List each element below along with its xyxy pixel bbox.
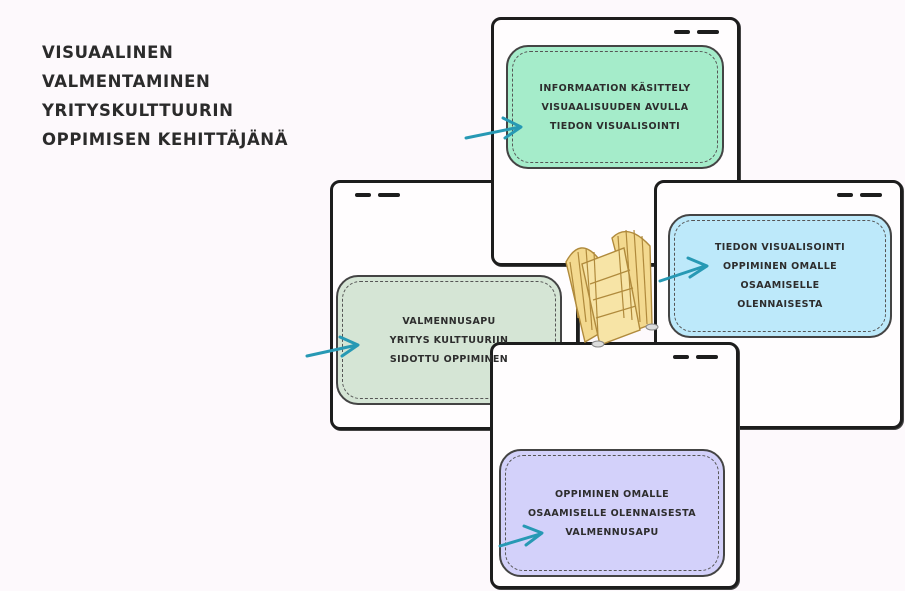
- card-top-text: INFORMAATION KÄSITTELY VISUAALISUUDEN AV…: [539, 79, 690, 136]
- page-title: VISUAALINEN VALMENTAMINEN YRITYSKULTTUUR…: [42, 38, 288, 154]
- title-line-1: VISUAALINEN: [42, 43, 174, 62]
- card-left-line-3: SIDOTTU OPPIMINEN: [389, 353, 509, 365]
- card-top: INFORMAATION KÄSITTELY VISUAALISUUDEN AV…: [506, 45, 724, 169]
- card-top-line-3: TIEDON VISUALISOINTI: [549, 120, 681, 132]
- card-top-line-2: VISUAALISUUDEN AVULLA: [541, 101, 689, 113]
- title-line-3: YRITYSKULTTUURIN: [42, 101, 234, 120]
- title-line-2: VALMENTAMINEN: [42, 72, 211, 91]
- window-bottom-deco: [673, 355, 718, 361]
- card-right-line-1: TIEDON VISUALISOINTI: [714, 242, 846, 253]
- window-bottom: OPPIMINEN OMALLE OSAAMISELLE OLENNAISEST…: [490, 342, 739, 589]
- card-right-line-2: OPPIMINEN OMALLE: [722, 261, 838, 272]
- card-top-line-1: INFORMAATION KÄSITTELY: [539, 82, 691, 94]
- window-right-deco: [837, 193, 882, 199]
- card-bottom-line-2: OSAAMISELLE OLENNAISESTA: [527, 507, 697, 519]
- card-left-line-2: YRITYS KULTTUURIIN: [389, 334, 509, 346]
- title-line-4: OPPIMISEN KEHITTÄJÄNÄ: [42, 130, 289, 149]
- window-left-deco: [355, 193, 400, 199]
- card-right-line-4: OLENNAISESTA: [737, 299, 823, 310]
- card-bottom-text: OPPIMINEN OMALLE OSAAMISELLE OLENNAISEST…: [528, 485, 696, 542]
- card-right-line-3: OSAAMISELLE: [740, 280, 820, 291]
- card-left-line-1: VALMENNUSAPU: [402, 315, 496, 327]
- card-right-text: TIEDON VISUALISOINTI OPPIMINEN OMALLE OS…: [715, 238, 845, 314]
- card-right: TIEDON VISUALISOINTI OPPIMINEN OMALLE OS…: [668, 214, 892, 338]
- window-top-deco: [674, 30, 719, 36]
- card-bottom-line-1: OPPIMINEN OMALLE: [554, 488, 670, 500]
- window-top: INFORMAATION KÄSITTELY VISUAALISUUDEN AV…: [491, 17, 740, 266]
- card-bottom: OPPIMINEN OMALLE OSAAMISELLE OLENNAISEST…: [499, 449, 725, 577]
- card-bottom-line-3: VALMENNUSAPU: [565, 526, 659, 538]
- card-left-text: VALMENNUSAPU YRITYS KULTTUURIIN SIDOTTU …: [390, 312, 509, 369]
